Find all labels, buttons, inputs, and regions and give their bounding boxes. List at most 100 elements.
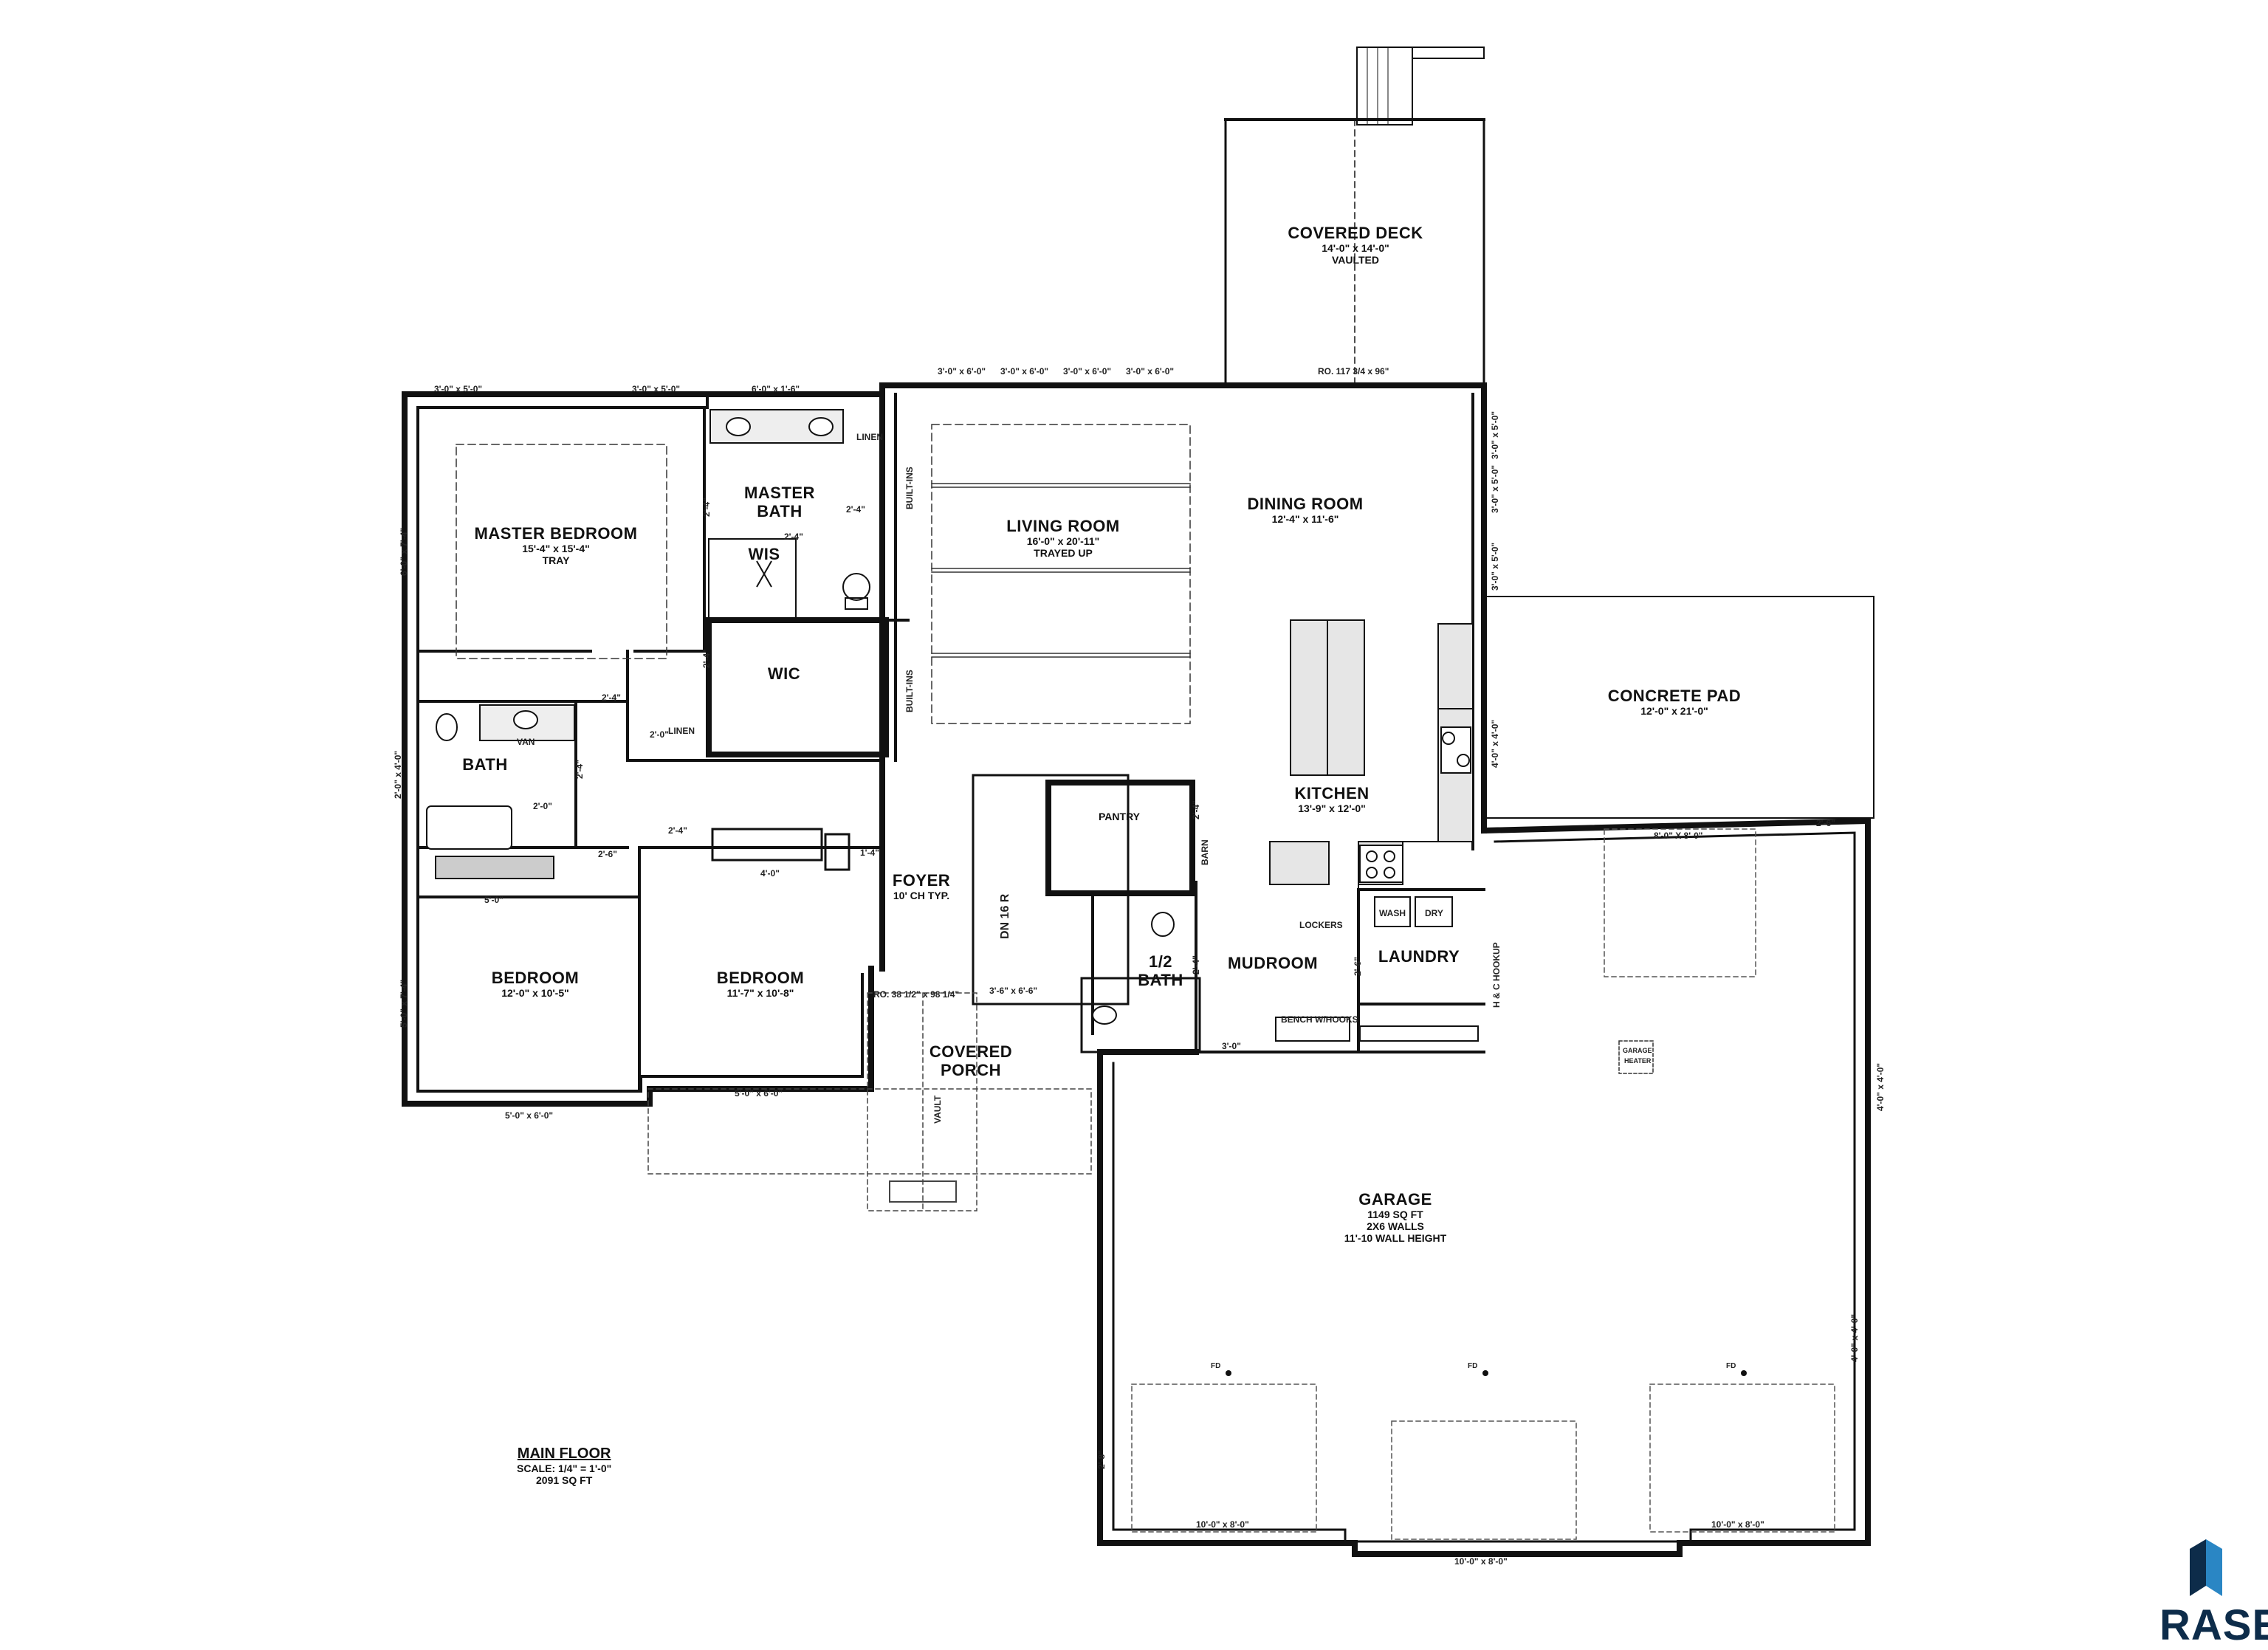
hookup-label: H & C HOOKUP <box>1491 942 1502 1008</box>
covered-porch <box>647 992 1092 1211</box>
window-label: 3'-0" x 6'-0" <box>1063 366 1112 377</box>
window-label: 6'-0" x 1'-6" <box>752 384 800 394</box>
master-bath-label: MASTER BATH <box>744 484 815 521</box>
window-label: 3'-0" x 5'-0" <box>434 384 483 394</box>
built-ins-label: BUILT-INS <box>904 467 915 509</box>
window-label: 3'-0" x 5'-0" <box>632 384 681 394</box>
living-room-tray <box>456 424 1191 724</box>
concrete-pad-outline <box>1483 596 1874 819</box>
garage-walls <box>1097 817 1871 1557</box>
floor-drain-label: FD <box>1726 1362 1736 1370</box>
garage-door-label: 8'-0" X 8'-0" <box>1654 831 1703 841</box>
kitchen-label: KITCHEN 13'-9" x 12'-0" <box>1294 784 1370 815</box>
garage-door-label: 10'-0" x 8'-0" <box>1454 1556 1508 1567</box>
title: MAIN FLOOR <box>517 1446 611 1462</box>
door-label: 2'-4" <box>784 532 803 542</box>
window-label: 5'-0" x 7'-4" <box>399 979 409 1028</box>
window-label: 3'-6" x 6'-6" <box>989 986 1038 996</box>
covered-porch-label: COVERED PORCH <box>929 1042 1013 1080</box>
interior-walls <box>416 393 1485 1093</box>
master-bedroom-label: MASTER BEDROOM 15'-4" x 15'-4" TRAY <box>474 524 638 567</box>
bedroom-1-label: BEDROOM 12'-0" x 10'-5" <box>491 969 580 1000</box>
pantry-label: PANTRY <box>1099 811 1140 822</box>
garage-heater-label: HEATER <box>1624 1057 1652 1065</box>
garage-door-lines <box>1131 828 1835 1540</box>
garage-inner <box>1112 831 1856 1543</box>
window-label: 3'-0" x 6'-0" <box>1000 366 1049 377</box>
floor-drain-label: FD <box>1468 1362 1478 1370</box>
floor-drains <box>1226 1370 1747 1376</box>
kitchen-island <box>1269 619 1474 885</box>
closet-label: 5'-0" <box>484 895 504 905</box>
wic-label: WIC <box>767 664 801 683</box>
barn-door-label: BARN <box>1200 839 1210 865</box>
door-label: 2'-6" <box>1353 957 1363 976</box>
window-label: 4'-0" x 4'-0" <box>1875 1062 1886 1111</box>
exterior-walls <box>402 382 1487 1107</box>
concrete-pad-label: CONCRETE PAD 12'-0" x 21'-0" <box>1607 687 1742 718</box>
area: 2091 SQ FT <box>536 1474 593 1486</box>
door-label: 2'-4" <box>701 498 712 517</box>
window-label: 5'-0" x 6'-0" <box>505 1110 554 1121</box>
title-block: MAIN FLOOR SCALE: 1/4" = 1'-0" 2091 SQ F… <box>517 1446 611 1486</box>
door-label: 2'-0" <box>533 801 552 811</box>
door-label: 2'-4" <box>574 760 585 779</box>
garage-heater-label: GARAGE <box>1623 1047 1652 1054</box>
built-ins-label: BUILT-INS <box>904 670 915 712</box>
window-label: 3'-0" x 6'-0" <box>938 366 986 377</box>
rase-logo-mark <box>2190 1539 2222 1596</box>
window-label: 2'-0" x 4'-0" <box>393 750 403 799</box>
fixtures <box>426 409 1479 1042</box>
dining-room-label: DINING ROOM 12'-4" x 11'-6" <box>1247 495 1364 526</box>
half-bath-label: 1/2 BATH <box>1138 952 1183 990</box>
door-label: 2'-4" <box>668 825 687 836</box>
garage-heater <box>1618 1040 1654 1074</box>
bath-label: BATH <box>462 755 508 774</box>
rase-logo: RASE <box>2159 1601 2268 1649</box>
closet-label: 4'-0" <box>760 868 780 879</box>
linen-label: LINEN <box>668 726 695 736</box>
covered-deck-label: COVERED DECK 14'-0" x 14'-0" VAULTED <box>1288 224 1423 267</box>
vault-label: VAULT <box>932 1095 943 1124</box>
door-label: 2'-4" <box>602 692 621 703</box>
window-label: 3'-0" x 5'-0" <box>1490 464 1500 513</box>
linen-label: LINEN <box>856 432 883 442</box>
living-room-label: LIVING ROOM 16'-0" x 20'-11" TRAYED UP <box>1006 517 1120 560</box>
dryer-label: DRY <box>1425 908 1443 918</box>
covered-deck-structure <box>1224 47 1485 387</box>
scale: SCALE: 1/4" = 1'-0" <box>517 1462 612 1474</box>
door-label: RO. 117 3/4 x 96" <box>1318 366 1389 377</box>
window-label: 4'-0" x 4'-0" <box>1490 719 1500 768</box>
mudroom-label: MUDROOM <box>1227 954 1319 972</box>
door-label: 2'-6" <box>1816 818 1835 828</box>
wis-label: WIS <box>748 545 780 563</box>
window-label: 3'-0" x 5'-0" <box>1490 410 1500 459</box>
door-label: 2'-8" <box>1096 1450 1107 1469</box>
door-label: 2'-0" <box>650 729 669 740</box>
garage-door-label: 10'-0" x 8'-0" <box>1711 1519 1764 1530</box>
vanity-label: VAN <box>517 737 535 747</box>
window-label: 6'-0" x 7'-4" <box>399 527 409 576</box>
washer-label: WASH <box>1379 908 1406 918</box>
laundry-label: LAUNDRY <box>1378 947 1460 966</box>
stairs-label: DN 16 R <box>999 893 1011 939</box>
garage-door-label: 10'-0" x 8'-0" <box>1196 1519 1249 1530</box>
door-label: 1'-4" <box>860 848 879 858</box>
door-label: 2'-4" <box>1191 955 1201 974</box>
door-label: 2'-4" <box>1191 800 1201 819</box>
foyer-label: FOYER 10' CH TYP. <box>892 871 951 902</box>
door-label: 2'-4" <box>701 649 712 668</box>
door-label: 3'-0" <box>1222 1041 1241 1051</box>
window-label: 5'-0" x 6'-0" <box>735 1088 783 1099</box>
bedroom-2-label: BEDROOM 11'-7" x 10'-8" <box>716 969 805 1000</box>
door-label: 2'-4" <box>846 504 865 515</box>
door-label: 2'-6" <box>598 849 617 859</box>
bench-label: BENCH W/HOOKS <box>1281 1014 1358 1025</box>
lockers-label: LOCKERS <box>1299 920 1343 930</box>
door-label: RO. 38 1/2" x 98 1/4" <box>873 989 960 1000</box>
window-label: 3'-0" x 5'-0" <box>1490 542 1500 591</box>
garage-label: GARAGE 1149 SQ FT 2X6 WALLS 11'-10 WALL … <box>1344 1190 1447 1245</box>
window-label: 4'-0" x 4'-0" <box>1849 1313 1860 1362</box>
floor-drain-label: FD <box>1211 1362 1221 1370</box>
